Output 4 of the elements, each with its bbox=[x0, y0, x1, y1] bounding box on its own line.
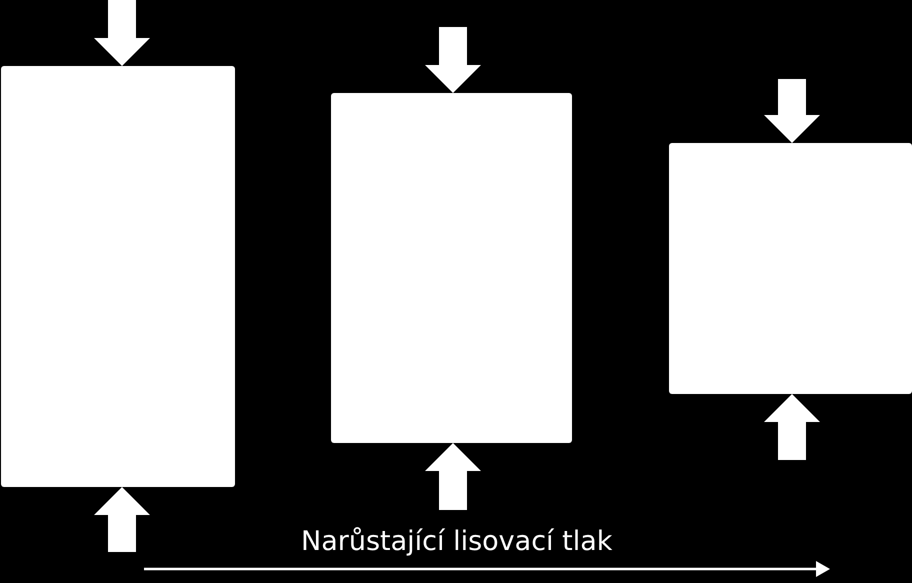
pressed-block bbox=[1, 66, 235, 487]
pressure-label: Narůstající lisovací tlak bbox=[301, 528, 612, 555]
pressed-block bbox=[331, 93, 572, 443]
pressed-block bbox=[669, 143, 912, 394]
